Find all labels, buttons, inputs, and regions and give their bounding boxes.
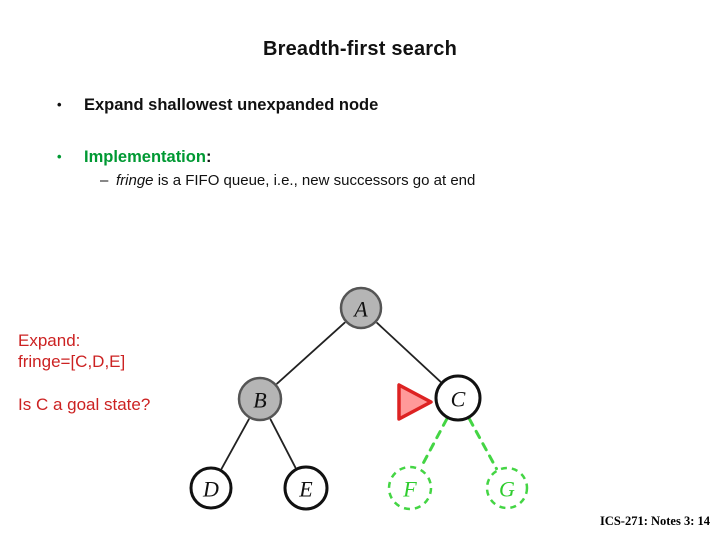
sub-bullet-fifo: –fringe is a FIFO queue, i.e., new succe… (100, 172, 475, 189)
tree-node-B (237, 376, 283, 422)
implementation-label: Implementation (84, 148, 206, 166)
tree-node-C (434, 374, 482, 422)
tree-node-A (339, 286, 383, 330)
tree-node-label-D: D (202, 477, 219, 502)
implementation-colon: : (205, 148, 212, 166)
tree-edge-B-E (269, 418, 297, 469)
footer-slide-reference: ICS-271: Notes 3: 14 (599, 514, 710, 528)
tree-node-label-F: F (402, 477, 417, 502)
tree-edge-A-B (276, 321, 346, 385)
sub-bullet-dash: – (100, 172, 109, 189)
tree-node-label-G: G (499, 477, 515, 502)
current-node-pointer-icon (397, 383, 433, 421)
tree-node-label-A: A (352, 297, 368, 322)
tree-node-label-B: B (253, 388, 266, 413)
tree-edge-B-D (220, 418, 250, 470)
tree-edge-C-F (419, 417, 449, 470)
tree-edge-C-G (467, 417, 498, 471)
expand-annotation: Expand: fringe=[C,D,E] Is C a goal state… (18, 330, 150, 415)
bullet-implementation: • Implementation: (57, 148, 211, 167)
tree-node-D (189, 466, 233, 510)
fringe-value: fringe=[C,D,E] (18, 352, 126, 371)
goal-question: Is C a goal state? (18, 395, 151, 414)
sub-bullet-text: is a FIFO queue, i.e., new successors go… (153, 172, 476, 189)
tree-node-label-C: C (451, 387, 466, 412)
bullet-icon: • (57, 149, 62, 164)
tree-node-label-E: E (298, 477, 313, 502)
expand-label: Expand: (18, 331, 81, 350)
fringe-word-italic: fringe (116, 172, 154, 189)
slide-title: Breadth-first search (262, 38, 458, 60)
tree-node-F (387, 465, 433, 511)
bullet-icon: • (57, 97, 62, 112)
bullet-expand-shallowest: • Expand shallowest unexpanded node (57, 96, 378, 115)
tree-node-E (283, 465, 329, 511)
tree-node-G (485, 466, 529, 510)
tree-edge-A-C (376, 322, 442, 383)
bullet1-text: Expand shallowest unexpanded node (84, 96, 379, 114)
